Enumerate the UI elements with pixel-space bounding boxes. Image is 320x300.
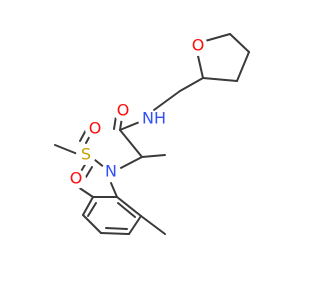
bond-aryl-5 bbox=[128, 215, 142, 235]
oxygen-sulfonyl-bottom-label: O bbox=[70, 169, 83, 188]
s-sulfonyl-bg bbox=[76, 145, 96, 165]
n-amide-bg bbox=[138, 109, 158, 129]
bond-ch2-n-amide bbox=[153, 90, 181, 111]
bond-aryl-inner-3 bbox=[117, 202, 136, 218]
o-sulfonyl-top-bg bbox=[85, 119, 105, 139]
n-sulfonamide-bg bbox=[101, 162, 121, 182]
o-carbonyl-bg bbox=[113, 101, 133, 121]
bond-aryl-inner-1 bbox=[87, 202, 97, 217]
hydrogen-amide-label: H bbox=[154, 109, 166, 128]
nitrogen-amide-label: N bbox=[142, 109, 154, 128]
nitrogen-sulfonamide-label: N bbox=[105, 162, 117, 181]
bond-c-alpha-methyl bbox=[141, 154, 166, 158]
atom-label-layer: O N H O S O O N bbox=[66, 36, 208, 189]
oxygen-ring-label: O bbox=[192, 36, 205, 55]
bond-aryl-2 bbox=[82, 196, 94, 216]
bond-thf-c4-c5 bbox=[202, 77, 238, 82]
bond-thf-c2-c3 bbox=[229, 33, 250, 53]
o-sulfonyl-bottom-bg bbox=[66, 169, 86, 189]
bond-n-amide-c-carbonyl bbox=[119, 120, 143, 131]
bond-c-alpha-n-sulfonamide bbox=[116, 156, 143, 171]
bond-s-o-top-2 bbox=[79, 129, 87, 142]
bond-aryl-6 bbox=[116, 196, 142, 217]
bond-carbonyl-c-alpha bbox=[119, 129, 143, 158]
bond-n-sulfonamide-aryl bbox=[110, 182, 118, 198]
bond-s-methyl bbox=[54, 144, 81, 156]
bond-s-o-bottom-1 bbox=[85, 166, 93, 178]
oxygen-carbonyl-label: O bbox=[117, 101, 130, 120]
oxygen-sulfonyl-top-label: O bbox=[89, 119, 102, 138]
bond-aryl-3 bbox=[82, 214, 102, 234]
o-ring-bg bbox=[188, 36, 208, 56]
molecule-structure-diagram: O N H O S O O N bbox=[54, 33, 250, 235]
bond-aryl-inner-2 bbox=[105, 227, 128, 230]
bond-layer bbox=[54, 33, 250, 235]
bond-thf-c3-c4 bbox=[236, 51, 250, 82]
bond-aryl-4 bbox=[100, 232, 130, 235]
bond-c5-ch2 bbox=[179, 77, 204, 92]
bond-aryl-meta-methyl bbox=[140, 215, 166, 235]
sulfur-sulfonyl-label: S bbox=[81, 145, 91, 164]
